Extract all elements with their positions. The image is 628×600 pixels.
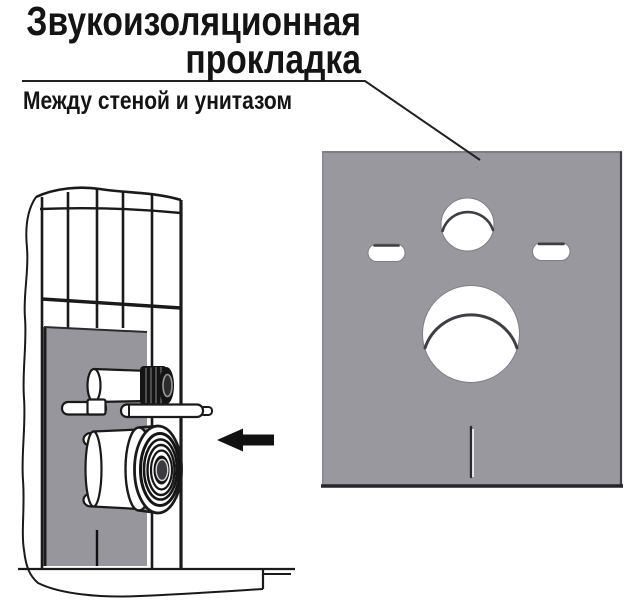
floor-slab bbox=[18, 567, 295, 589]
title-line-2: прокладка bbox=[185, 36, 361, 82]
socket-pipe-end bbox=[84, 430, 103, 508]
gasket-hole-large bbox=[422, 285, 520, 383]
upper-inlet-pipe bbox=[86, 366, 174, 405]
gasket-figure bbox=[321, 151, 623, 488]
subtitle: Между стеной и унитазом bbox=[23, 87, 293, 115]
wall-torn-edge bbox=[21, 196, 264, 598]
left-arrow-icon bbox=[217, 428, 274, 452]
gasket-hole-top bbox=[440, 197, 495, 252]
left-mounting-stud bbox=[60, 398, 108, 416]
left-stud-bracket bbox=[86, 398, 107, 416]
socket-pipe-bottom bbox=[92, 505, 140, 511]
pipe-thread-hole bbox=[162, 373, 173, 398]
waste-outlet-socket bbox=[82, 424, 183, 515]
gasket-slit bbox=[469, 425, 474, 479]
insulation-pad-top-edge bbox=[43, 326, 148, 333]
socket-pipe-top bbox=[92, 428, 140, 433]
tile-line-h2 bbox=[41, 297, 182, 310]
tile-line-h1 bbox=[39, 207, 182, 215]
right-stud-rod bbox=[119, 403, 205, 419]
gasket-slot-left bbox=[367, 243, 406, 262]
leader-line bbox=[22, 80, 481, 161]
page-title: Звукоизоляционная прокладка bbox=[26, 0, 361, 82]
title-line-1: Звукоизоляционная bbox=[26, 0, 361, 44]
gasket-slot-right bbox=[532, 242, 571, 261]
socket-bore-ring bbox=[155, 458, 169, 482]
pipe-end-cap bbox=[86, 367, 102, 404]
pipe-body bbox=[94, 369, 150, 402]
gasket-hole-large-shadow bbox=[423, 313, 519, 350]
wall-top-edge bbox=[35, 186, 182, 202]
right-mounting-stud bbox=[119, 403, 213, 419]
socket-threads bbox=[139, 432, 181, 507]
gasket-hole-top-shadow bbox=[441, 210, 495, 233]
installation-figure bbox=[18, 186, 295, 598]
